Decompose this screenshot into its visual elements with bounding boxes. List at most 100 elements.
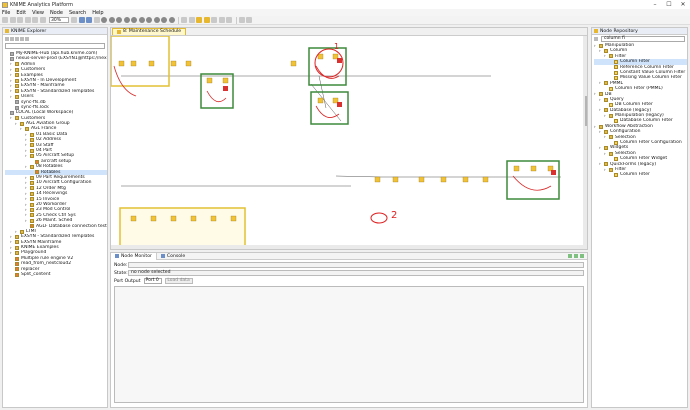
expand-arrow-icon[interactable]: › <box>25 137 27 142</box>
workflow-node[interactable] <box>148 60 155 67</box>
hide-name-icon[interactable] <box>188 17 195 23</box>
tab-node-monitor[interactable]: Node Monitor <box>111 252 157 260</box>
expand-arrow-icon[interactable] <box>609 157 612 161</box>
delete-icon[interactable] <box>39 17 46 23</box>
execute-open-view-icon[interactable] <box>123 17 130 23</box>
repository-item[interactable]: Column Filter Configuration <box>594 140 687 145</box>
open-view-icon[interactable] <box>93 17 100 23</box>
workflow-node[interactable] <box>332 97 339 104</box>
metanode-icon[interactable] <box>196 17 202 23</box>
expand-arrow-icon[interactable]: › <box>10 115 12 121</box>
expand-arrow-icon[interactable] <box>10 273 13 277</box>
configure-explorer-icon[interactable] <box>20 36 24 41</box>
expand-arrow-icon[interactable] <box>609 60 612 64</box>
explorer-item[interactable]: Rotables <box>5 169 107 175</box>
link-icon[interactable] <box>211 17 217 23</box>
repository-item[interactable]: ›Selection <box>594 151 687 156</box>
explorer-item[interactable]: LOCAL (Local Workspace) <box>5 110 107 115</box>
link-editor-icon[interactable] <box>15 36 19 41</box>
expand-arrow-icon[interactable]: › <box>10 245 12 250</box>
explorer-item[interactable]: ›26 Maint. Sched <box>5 218 107 223</box>
explorer-item[interactable]: sync-ffs.db <box>5 100 107 105</box>
component-box[interactable] <box>308 47 347 86</box>
explorer-item[interactable]: replacer <box>5 267 107 272</box>
repository-item[interactable]: ›Selection <box>594 135 687 140</box>
explorer-item[interactable]: ›EXSYN - Mainframe <box>5 83 107 88</box>
redo-icon[interactable] <box>32 17 38 23</box>
vertical-scroll-thumb[interactable] <box>585 96 587 126</box>
expand-arrow-icon[interactable]: › <box>599 129 601 134</box>
workflow-node[interactable] <box>150 215 157 222</box>
explorer-item[interactable]: ›EXSYN - Standardized Templates <box>5 89 107 94</box>
repository-item[interactable]: DB Column Filter <box>594 102 687 107</box>
explorer-item[interactable]: ›01 Basic Data <box>5 132 107 137</box>
expand-arrow-icon[interactable] <box>10 106 13 110</box>
expand-arrow-icon[interactable] <box>10 267 13 271</box>
expand-arrow-icon[interactable]: › <box>599 48 601 54</box>
explorer-filter-input[interactable] <box>5 43 105 49</box>
error-node[interactable] <box>337 102 342 107</box>
explorer-item[interactable]: ›Users <box>5 94 107 99</box>
workflow-node[interactable] <box>118 60 125 67</box>
annotation-box[interactable] <box>119 207 246 249</box>
expand-arrow-icon[interactable]: › <box>10 234 12 239</box>
explorer-item[interactable]: ›23 Mod Control <box>5 207 107 212</box>
expand-arrow-icon[interactable] <box>609 119 612 123</box>
workflow-node[interactable] <box>547 165 554 172</box>
expand-arrow-icon[interactable] <box>30 170 33 174</box>
explorer-item[interactable]: ›03 Staff <box>5 143 107 148</box>
repository-item[interactable]: ›Manipulation <box>594 43 687 48</box>
expand-arrow-icon[interactable] <box>609 141 612 145</box>
repository-item[interactable]: ›Database (legacy) <box>594 108 687 113</box>
tab-maintenance-schedule[interactable]: 8: Maintenance Schedule <box>112 28 187 35</box>
workflow-node[interactable] <box>290 60 297 67</box>
component-icon[interactable] <box>203 17 210 23</box>
repository-item[interactable]: ›Filter <box>594 54 687 59</box>
expand-arrow-icon[interactable]: › <box>10 88 12 94</box>
save-icon[interactable] <box>9 17 16 23</box>
expand-arrow-icon[interactable] <box>609 65 612 69</box>
expand-arrow-icon[interactable]: › <box>15 228 17 234</box>
expand-arrow-icon[interactable]: › <box>604 166 606 172</box>
repository-item[interactable]: Column Filter Widget <box>594 156 687 161</box>
explorer-item[interactable]: ›04 Part <box>5 148 107 153</box>
fuzzy-search-icon[interactable] <box>594 36 598 41</box>
explorer-item[interactable]: AGLF Database connection test <box>5 224 107 229</box>
annotation-box[interactable] <box>111 36 170 87</box>
error-node[interactable] <box>337 58 342 63</box>
cancel-all-icon[interactable] <box>138 17 145 23</box>
expand-arrow-icon[interactable]: › <box>15 121 17 126</box>
expand-arrow-icon[interactable]: › <box>10 67 12 72</box>
repository-item[interactable]: Column Filter <box>594 172 687 177</box>
minimize-panel-icon[interactable] <box>580 254 584 258</box>
explorer-item[interactable]: ›14 Receivings <box>5 191 107 196</box>
horizontal-scrollbar[interactable] <box>111 245 583 249</box>
explorer-item[interactable]: ›Admin <box>5 62 107 67</box>
menu-search[interactable]: Search <box>69 9 87 16</box>
menu-file[interactable]: File <box>2 9 11 16</box>
explorer-item[interactable]: ›05 Aircraft Setup <box>5 153 107 158</box>
error-node[interactable] <box>551 170 556 175</box>
expand-arrow-icon[interactable] <box>604 103 607 107</box>
resume-icon[interactable] <box>168 17 175 23</box>
explorer-item[interactable]: read_from_nextcloud2 <box>5 261 107 266</box>
expand-arrow-icon[interactable]: › <box>25 164 27 169</box>
expand-arrow-icon[interactable]: › <box>10 61 12 67</box>
explorer-item[interactable]: ›12 Order Mtg <box>5 186 107 191</box>
error-node[interactable] <box>223 86 228 91</box>
explorer-item[interactable]: ›20 Workorder <box>5 202 107 207</box>
expand-arrow-icon[interactable]: › <box>25 148 27 153</box>
menu-view[interactable]: View <box>32 9 44 16</box>
load-data-button[interactable]: Load data <box>164 278 193 284</box>
maximize-button[interactable]: ☐ <box>666 1 672 8</box>
repository-item[interactable]: Missing Value Column Filter <box>594 75 687 80</box>
reset-icon[interactable] <box>146 17 152 23</box>
workflow-node[interactable] <box>210 215 217 222</box>
workflow-node[interactable] <box>482 176 489 183</box>
expand-arrow-icon[interactable] <box>609 173 612 177</box>
layout-icon[interactable] <box>86 17 92 23</box>
expand-arrow-icon[interactable]: › <box>25 153 27 159</box>
expand-arrow-icon[interactable] <box>609 76 612 80</box>
expand-arrow-icon[interactable]: › <box>25 185 27 191</box>
port-select[interactable]: Port 0 <box>143 278 162 284</box>
